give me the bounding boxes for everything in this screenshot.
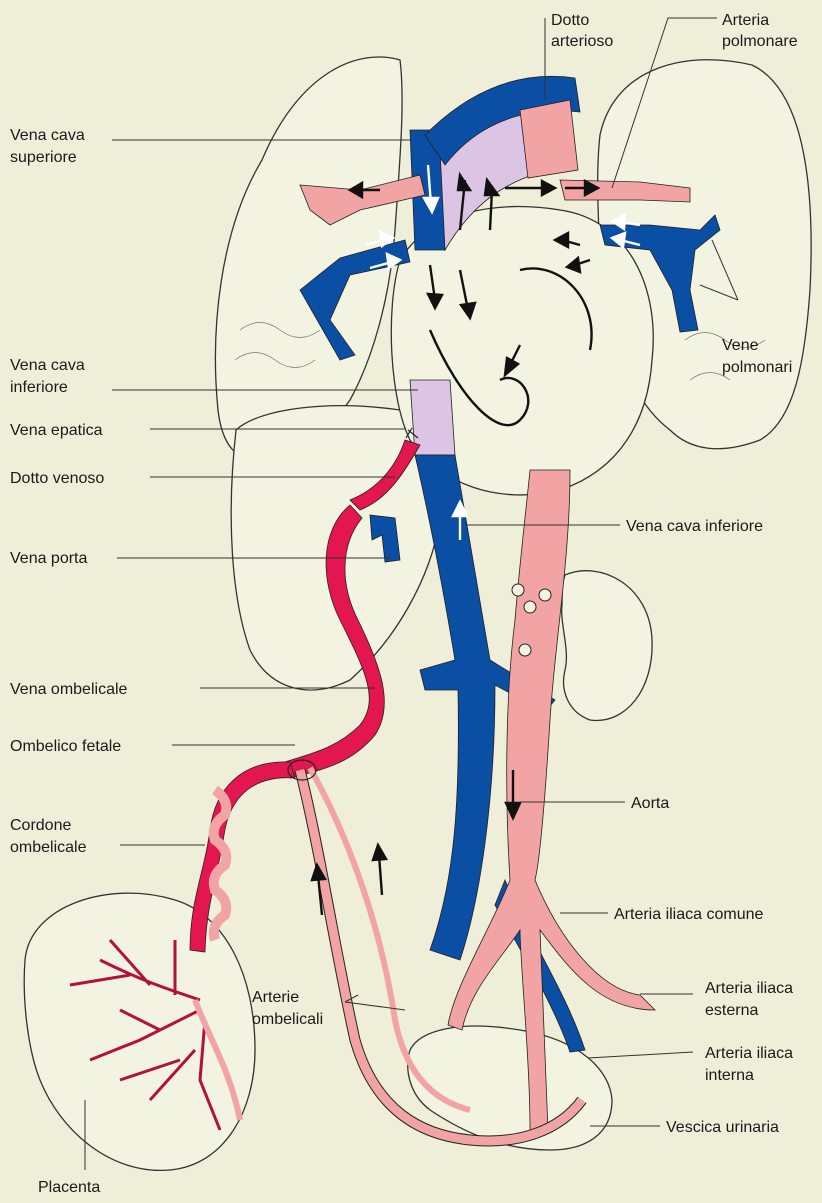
label-vescica-urinaria: Vescica urinaria xyxy=(666,1119,779,1136)
label-arterie-ombelicali-2: ombelicali xyxy=(252,1011,323,1028)
label-vena-cava-inferiore-right: Vena cava inferiore xyxy=(626,518,763,535)
label-vena-cava-inferiore-left-1: Vena cava xyxy=(10,357,85,374)
label-vene-polmonari-2: polmonari xyxy=(722,359,792,376)
label-arteria-iliaca-esterna-2: esterna xyxy=(705,1002,758,1019)
label-vena-porta: Vena porta xyxy=(10,550,88,567)
label-cordone-2: ombelicale xyxy=(10,839,87,856)
label-vena-epatica: Vena epatica xyxy=(10,422,103,439)
label-arteria-polmonare-1: Arteria xyxy=(722,12,769,29)
kidney xyxy=(562,571,652,721)
umbilical-cord-vein xyxy=(190,762,295,952)
label-vena-cava-superiore-2: superiore xyxy=(10,149,77,166)
label-dotto-arterioso-2: arterioso xyxy=(551,33,613,50)
label-aorta: Aorta xyxy=(631,795,669,812)
label-vena-cava-inferiore-left-2: inferiore xyxy=(10,379,68,396)
label-arteria-iliaca-interna-2: interna xyxy=(705,1067,754,1084)
label-vene-polmonari-1: Vene xyxy=(722,337,759,354)
label-vena-ombelicale: Vena ombelicale xyxy=(10,681,128,698)
label-arteria-iliaca-esterna-1: Arteria iliaca xyxy=(705,980,793,997)
label-placenta: Placenta xyxy=(38,1179,100,1196)
label-cordone-1: Cordone xyxy=(10,817,71,834)
label-dotto-arterioso-1: Dotto xyxy=(551,12,589,29)
label-arteria-iliaca-interna-1: Arteria iliaca xyxy=(705,1045,793,1062)
label-dotto-venoso: Dotto venoso xyxy=(10,470,104,487)
ductus-arteriosus xyxy=(520,100,578,178)
label-arterie-ombelicali-1: Arterie xyxy=(252,989,299,1006)
label-ombelico-fetale: Ombelico fetale xyxy=(10,738,121,755)
label-arteria-polmonare-2: polmonare xyxy=(722,33,798,50)
label-vena-cava-superiore-1: Vena cava xyxy=(10,127,85,144)
label-arteria-iliaca-comune: Arteria iliaca comune xyxy=(614,906,764,923)
